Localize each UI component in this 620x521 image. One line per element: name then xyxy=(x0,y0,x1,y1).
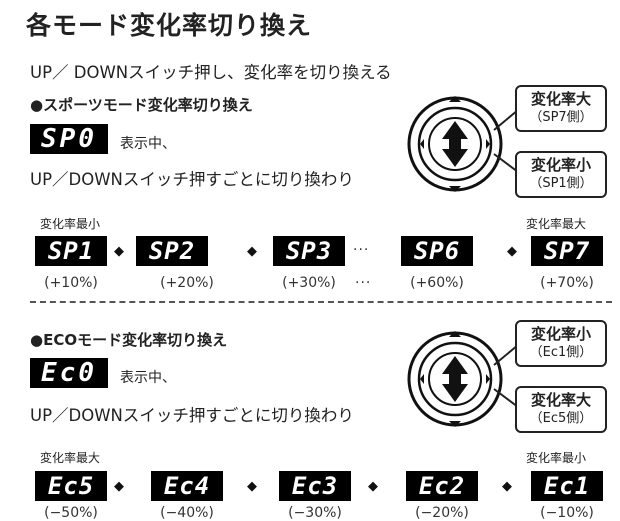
swap-arrow-icon: ◆ xyxy=(114,244,124,259)
sport-heading: ●スポーツモード変化率切り換え xyxy=(30,96,253,114)
sport-ellipsis: ··· xyxy=(353,242,370,258)
callout-title: 変化率大 xyxy=(530,391,591,409)
eco-min-label: 変化率最小 xyxy=(526,451,587,465)
updown-switch-icon xyxy=(407,96,503,192)
updown-switch-icon xyxy=(407,331,503,427)
sport-step-display: SP6 xyxy=(401,236,473,266)
swap-arrow-icon: ◆ xyxy=(114,479,124,494)
eco-step-percent: (−20%) xyxy=(415,505,469,521)
callout-title: 変化率小 xyxy=(530,156,591,174)
sport-step-percent: (+70%) xyxy=(540,275,594,291)
swap-arrow-icon: ◆ xyxy=(502,479,512,494)
callout-subtitle: （SP7側） xyxy=(529,110,593,125)
sport-step-display: SP1 xyxy=(35,236,107,266)
swap-arrow-icon: ◆ xyxy=(247,244,257,259)
callout-pointer-lines xyxy=(493,344,519,408)
eco-instruction: UP／DOWNスイッチ押すごとに切り換わり xyxy=(30,406,354,425)
sport-step-display: SP2 xyxy=(136,236,208,266)
callout-subtitle: （Ec5側） xyxy=(529,411,593,426)
sport-step-percent: (+10%) xyxy=(44,275,98,291)
sport-step-display: SP3 xyxy=(273,236,345,266)
callout-title: 変化率小 xyxy=(530,325,591,343)
eco-step-display: Ec5 xyxy=(35,471,107,501)
swap-arrow-icon: ◆ xyxy=(247,479,257,494)
eco-callout-up: 変化率小 （Ec1側） xyxy=(515,320,607,367)
callout-subtitle: （Ec1側） xyxy=(529,345,593,360)
sport-current-display: SP0 xyxy=(30,124,108,154)
eco-callout-down: 変化率大 （Ec5側） xyxy=(515,386,607,433)
eco-heading: ●ECOモード変化率切り換え xyxy=(30,331,228,349)
eco-step-percent: (−40%) xyxy=(160,505,214,521)
eco-step-percent: (−30%) xyxy=(288,505,342,521)
intro-text: UP／ DOWNスイッチ押し、変化率を切り換える xyxy=(30,63,392,82)
eco-step-display: Ec2 xyxy=(406,471,478,501)
section-divider xyxy=(30,301,612,303)
sport-step-percent: (+60%) xyxy=(410,275,464,291)
sport-step-percent: (+30%) xyxy=(282,275,336,291)
sport-max-label: 変化率最大 xyxy=(526,217,587,231)
eco-step-display: Ec4 xyxy=(151,471,223,501)
sport-callout-up: 変化率大 （SP7側） xyxy=(515,85,607,132)
callout-title: 変化率大 xyxy=(530,90,591,108)
sport-step-percent: (+20%) xyxy=(160,275,214,291)
sport-instruction: UP／DOWNスイッチ押すごとに切り換わり xyxy=(30,170,354,189)
eco-step-display: Ec1 xyxy=(531,471,603,501)
sport-showing-label: 表示中、 xyxy=(120,136,176,152)
sport-callout-down: 変化率小 （SP1側） xyxy=(515,151,607,198)
sport-min-label: 変化率最小 xyxy=(40,217,101,231)
eco-current-display: Ec0 xyxy=(30,358,108,388)
eco-step-percent: (−50%) xyxy=(44,505,98,521)
callout-subtitle: （SP1側） xyxy=(529,176,593,191)
eco-showing-label: 表示中、 xyxy=(120,370,176,386)
callout-pointer-lines xyxy=(493,109,519,173)
sport-step-display: SP7 xyxy=(531,236,603,266)
eco-step-percent: (−10%) xyxy=(540,505,594,521)
eco-step-display: Ec3 xyxy=(279,471,351,501)
sport-ellipsis: ··· xyxy=(355,275,372,291)
eco-max-label: 変化率最大 xyxy=(40,451,101,465)
swap-arrow-icon: ◆ xyxy=(368,479,378,494)
page-title: 各モード変化率切り換え xyxy=(26,11,313,40)
swap-arrow-icon: ◆ xyxy=(507,244,517,259)
